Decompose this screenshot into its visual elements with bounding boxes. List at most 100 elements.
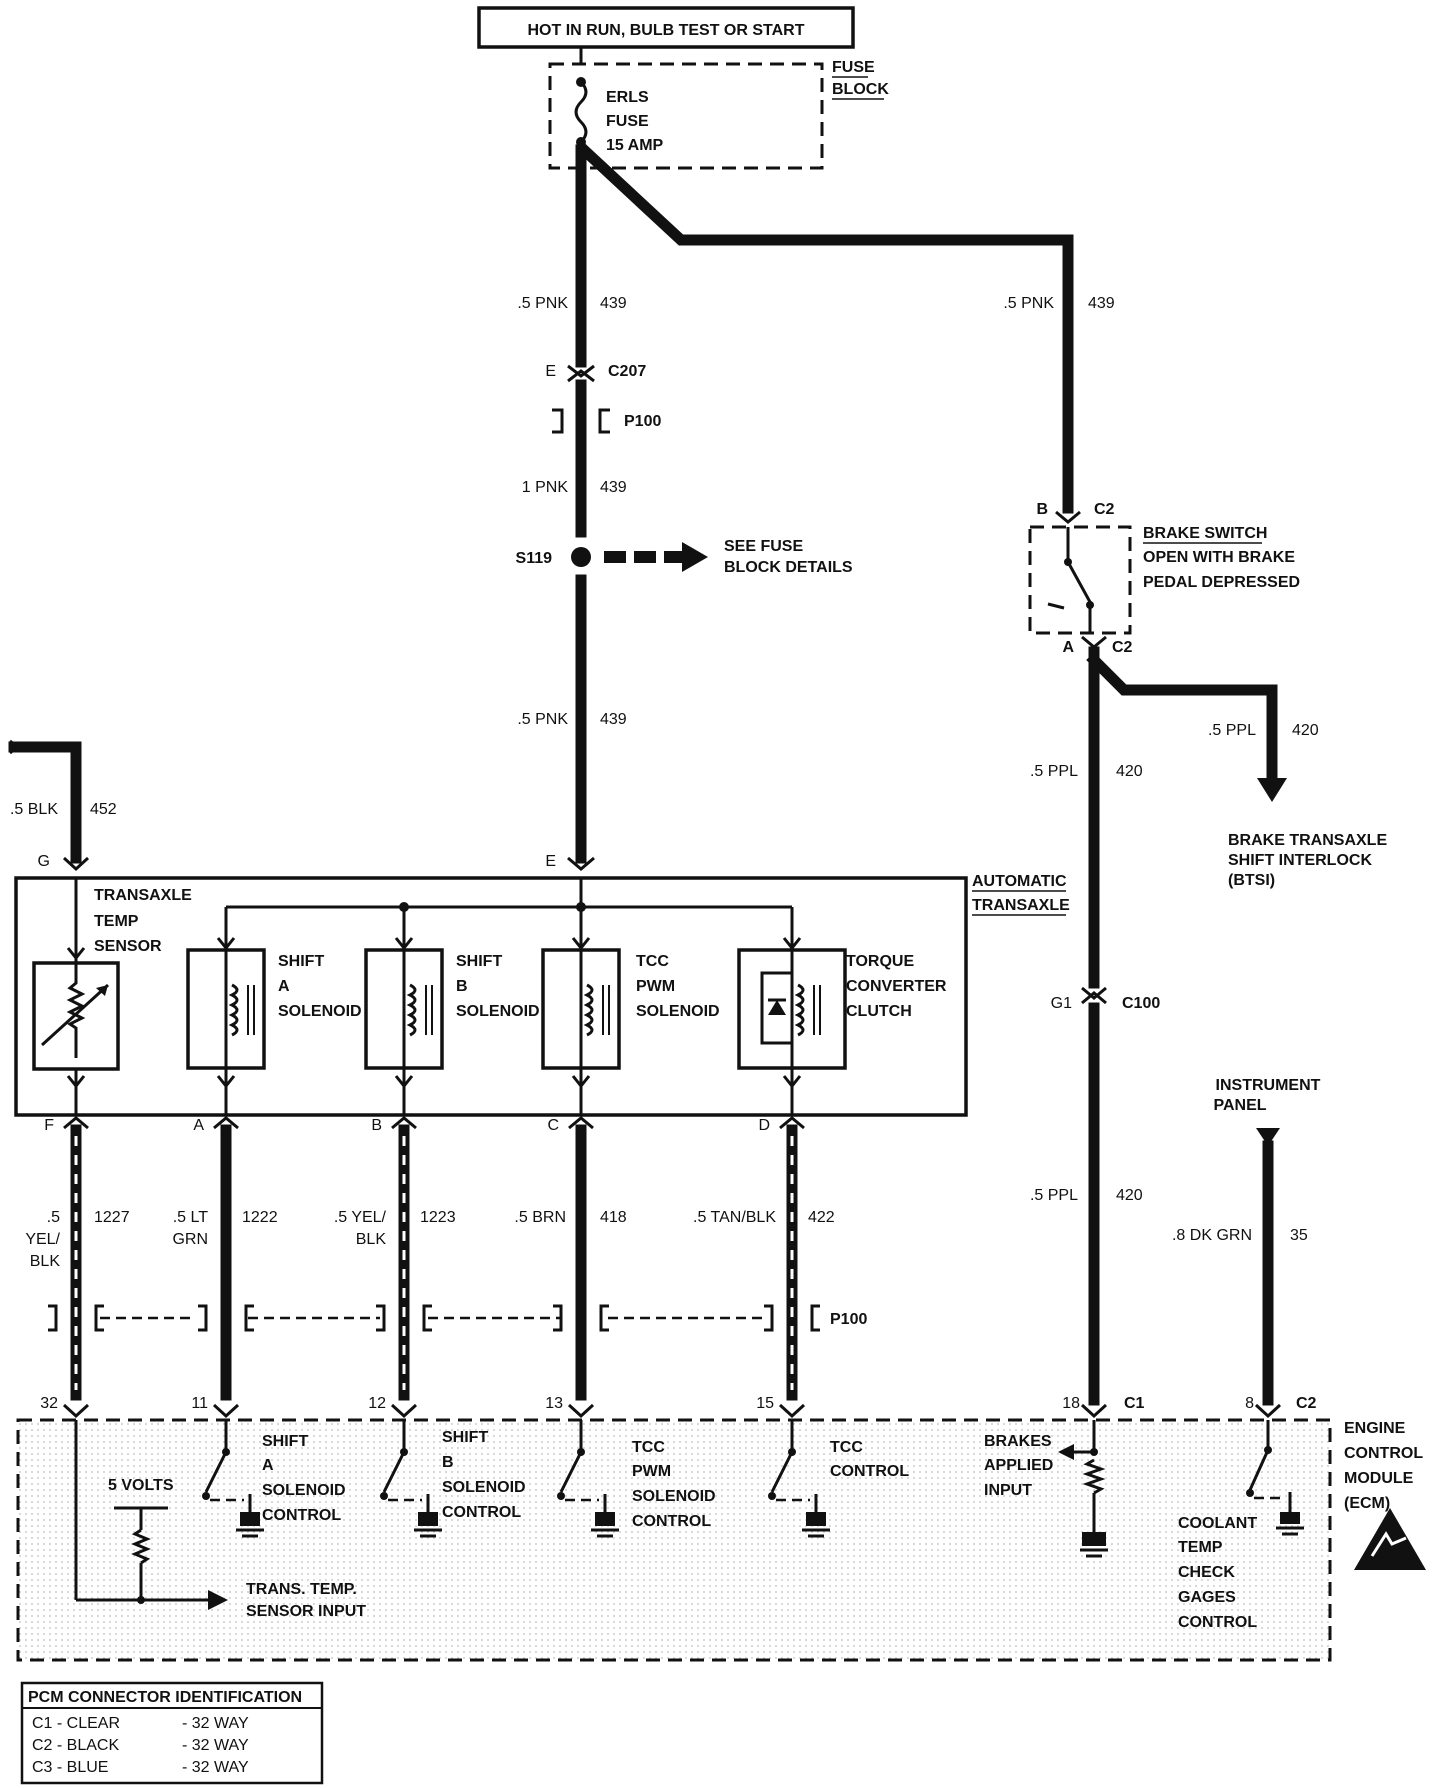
esd-warning-icon [1354, 1508, 1426, 1570]
ecm-tcc-pwm-3: SOLENOID [632, 1488, 716, 1505]
fuse-block: FUSE BLOCK ERLS FUSE 15 AMP [548, 59, 889, 170]
tcc_pwm-label-1: TCC [636, 953, 669, 970]
shift_a-label-3: SOLENOID [278, 1003, 362, 1020]
pcm-id-row2-size: - 32 WAY [182, 1737, 249, 1754]
fuse-label-1: ERLS [606, 89, 649, 106]
wire-gauge-1227: .5 [47, 1209, 60, 1226]
ecm-conn-c1: C1 [1124, 1395, 1145, 1412]
five-volts: 5 VOLTS [108, 1477, 174, 1494]
right-seg2-gauge: .5 PPL [1030, 763, 1078, 780]
coolant-4: GAGES [1178, 1589, 1236, 1606]
wire-circuit-1227: 1227 [94, 1209, 130, 1226]
fuse-label-2: FUSE [606, 113, 649, 130]
instrument-panel-label-2: PANEL [1213, 1097, 1266, 1114]
brakes-input-2: APPLIED [984, 1457, 1053, 1474]
automatic-transaxle: AUTOMATIC TRANSAXLE TRANSAXLE TEMP SENSO… [14, 873, 1070, 1117]
left-seg2-gauge: 1 PNK [522, 479, 569, 496]
wire-circuit-418: 418 [600, 1209, 627, 1226]
brake-switch-label-1: BRAKE SWITCH [1143, 525, 1267, 542]
instrument-circuit: 35 [1290, 1227, 1308, 1244]
wire-gauge-1227: BLK [30, 1253, 61, 1270]
trans-pin-e: E [545, 853, 556, 870]
right-seg1-gauge: .5 PNK [1003, 295, 1054, 312]
instrument-panel-label-1: INSTRUMENT [1216, 1077, 1321, 1094]
coolant-1: COOLANT [1178, 1515, 1257, 1532]
trans-pin-c: C [547, 1117, 559, 1134]
c207-name: C207 [608, 363, 646, 380]
temp-sensor-label-3: SENSOR [94, 938, 162, 955]
right-seg1-circuit: 439 [1088, 295, 1115, 312]
coolant-2: TEMP [1178, 1539, 1223, 1556]
s119-splice [571, 547, 591, 567]
tcc_pwm-label-3: SOLENOID [636, 1003, 720, 1020]
fuse-block-title-1: FUSE [832, 59, 875, 76]
wire-gauge-418: .5 BRN [514, 1209, 566, 1226]
coolant-5: CONTROL [1178, 1614, 1257, 1631]
fuse-label-3: 15 AMP [606, 137, 664, 154]
right-seg3-circuit: 420 [1116, 1187, 1143, 1204]
ecm-title-4: (ECM) [1344, 1495, 1390, 1512]
ecm-shift-a-2: A [262, 1457, 274, 1474]
btsi-label-3: (BTSI) [1228, 872, 1275, 889]
right-seg3-gauge: .5 PPL [1030, 1187, 1078, 1204]
ecm-pin-18: 18 [1062, 1395, 1080, 1412]
ecm-tcc-1: TCC [830, 1439, 863, 1456]
ecm-pin-11: 11 [191, 1395, 208, 1412]
left-seg2-circuit: 439 [600, 479, 627, 496]
temp-sensor-label-2: TEMP [94, 913, 139, 930]
ecm-title-1: ENGINE [1344, 1420, 1406, 1437]
brakes-input-1: BRAKES [984, 1433, 1052, 1450]
btsi-gauge: .5 PPL [1208, 722, 1256, 739]
ecm-conn-c2: C2 [1296, 1395, 1317, 1412]
trans-pin-d: D [758, 1117, 770, 1134]
brake-pin-b: B [1036, 501, 1048, 518]
left-seg3-circuit: 439 [600, 711, 627, 728]
btsi-circuit: 420 [1292, 722, 1319, 739]
wire-gauge-1222: GRN [172, 1231, 208, 1248]
shift_a-label-1: SHIFT [278, 953, 324, 970]
brake-switch [1028, 525, 1132, 635]
trans-pin-a: A [193, 1117, 204, 1134]
tcc-label-3: CLUTCH [846, 1003, 912, 1020]
brake-conn-a: C2 [1112, 639, 1133, 656]
instrument-gauge: .8 DK GRN [1172, 1227, 1252, 1244]
shift_b-label-3: SOLENOID [456, 1003, 540, 1020]
transaxle-title-2: TRANSAXLE [972, 897, 1070, 914]
pcm-id-row1-size: - 32 WAY [182, 1715, 249, 1732]
blk-circuit: 452 [90, 801, 117, 818]
ecm-shift-b-2: B [442, 1454, 454, 1471]
temp-sensor-label-1: TRANSAXLE [94, 887, 192, 904]
left-seg1-gauge: .5 PNK [517, 295, 568, 312]
temp-input-1: TRANS. TEMP. [246, 1581, 357, 1598]
ecm-pin-12: 12 [368, 1395, 386, 1412]
left-seg3-gauge: .5 PNK [517, 711, 568, 728]
pcm-id-row2-name: C2 - BLACK [32, 1737, 119, 1754]
temp-sensor [32, 878, 120, 1115]
ecm-shift-b-3: SOLENOID [442, 1479, 526, 1496]
right-seg2-circuit: 420 [1116, 763, 1143, 780]
brake-conn-b: C2 [1094, 501, 1115, 518]
ecm-shift-a-4: CONTROL [262, 1507, 341, 1524]
ecm-tcc-pwm-1: TCC [632, 1439, 665, 1456]
pcm-connector-identification: PCM CONNECTOR IDENTIFICATION C1 - CLEAR … [20, 1681, 324, 1785]
ecm-pin-8: 8 [1245, 1395, 1254, 1412]
ecm-shift-a-1: SHIFT [262, 1433, 308, 1450]
blk-gauge: .5 BLK [10, 801, 58, 818]
p100-bottom: P100 [830, 1311, 867, 1328]
c100-name: C100 [1122, 995, 1160, 1012]
c100-pin: G1 [1051, 995, 1072, 1012]
trans-pin-g: G [38, 853, 50, 870]
pcm-id-row3-name: C3 - BLUE [32, 1759, 108, 1776]
coolant-3: CHECK [1178, 1564, 1235, 1581]
s119-name: S119 [516, 550, 553, 567]
brake-pin-a: A [1062, 639, 1074, 656]
p100-top: P100 [624, 413, 661, 430]
brake-switch-label-3: PEDAL DEPRESSED [1143, 574, 1300, 591]
